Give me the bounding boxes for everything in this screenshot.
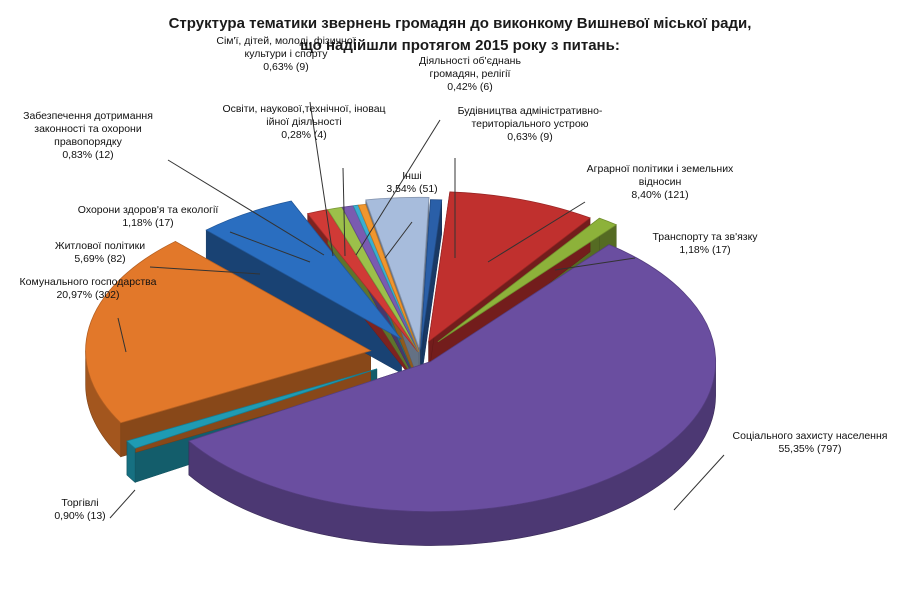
leader-simi (309, 101, 334, 257)
pie-tops (85, 191, 717, 512)
leader-okhorona_zdorovia (229, 231, 311, 263)
label-value-torhivli: 0,90% (13) (54, 510, 105, 522)
slice-sotsialnyi (188, 244, 717, 512)
label-text-okhorona_zdorovia: Охорони здоров'я та екології (78, 204, 219, 216)
leader-inshi (384, 221, 413, 259)
label-text-zakonnist: законності та охорони (34, 123, 142, 135)
label-text-simi: культури і спорту (244, 48, 328, 60)
label-text-diialnosti: громадян, релігії (430, 68, 511, 80)
leader-ahrarna (487, 201, 586, 263)
label-text-budivnytstvo: Будівництва адміністративно- (458, 105, 603, 117)
leader-zakonnist (167, 159, 325, 256)
label-value-simi: 0,63% (9) (263, 61, 309, 73)
slice-labels: Будівництва адміністративно-територіальн… (20, 35, 888, 522)
label-text-osvity: ійної діяльності (266, 116, 341, 128)
leader-transport (554, 257, 636, 271)
leader-diialnosti (355, 119, 441, 256)
label-text-budivnytstvo: територіального устрою (471, 118, 588, 130)
label-value-komunalne: 20,97% (302) (56, 289, 119, 301)
label-text-torhivli: Торгівлі (61, 497, 98, 509)
label-text-zakonnist: правопорядку (54, 136, 122, 148)
label-text-inshi: Інші (402, 170, 421, 182)
leader-osvity (342, 167, 346, 257)
label-value-budivnytstvo: 0,63% (9) (507, 131, 553, 143)
leader-komunalne (117, 317, 127, 353)
label-text-komunalne: Комунального господарства (20, 276, 157, 288)
slice-transport (437, 217, 618, 343)
slice-komunalne (85, 240, 372, 424)
label-text-ahrarna: відносин (639, 176, 682, 188)
slice-budivnytstvo (420, 199, 443, 350)
leader-torhivli (109, 489, 136, 519)
label-text-osvity: Освіти, наукової,технічної, іновац (222, 103, 385, 115)
leader-sotsialnyi (673, 454, 725, 511)
chart-title-line-1: Структура тематики звернень громадян до … (169, 15, 752, 32)
label-text-zakonnist: Забезпечення дотримання (23, 110, 153, 122)
label-value-inshi: 3,54% (51) (386, 183, 437, 195)
label-text-diialnosti: Діяльності об'єднань (419, 55, 521, 67)
leader-lines (109, 101, 725, 519)
label-value-ahrarna: 8,40% (121) (631, 189, 688, 201)
label-text-zhytlova: Житлової політики (55, 240, 145, 252)
label-value-sotsialnyi: 55,35% (797) (778, 443, 841, 455)
label-value-zhytlova: 5,69% (82) (74, 253, 125, 265)
label-text-transport: Транспорту та зв'язку (652, 231, 758, 243)
slice-inshi (365, 196, 430, 348)
slice-ahrarna (428, 191, 591, 343)
leader-zhytlova (149, 266, 261, 275)
label-value-zakonnist: 0,83% (12) (62, 149, 113, 161)
label-value-okhorona_zdorovia: 1,18% (17) (122, 217, 173, 229)
slice-torhivli (126, 368, 377, 449)
slice-diialnosti (357, 203, 420, 352)
label-value-transport: 1,18% (17) (679, 244, 730, 256)
label-text-sotsialnyi: Соціального захисту населення (733, 430, 888, 442)
chart-title-line-2: що надійшли протягом 2015 року з питань: (300, 37, 620, 54)
slice-zhytlova (205, 200, 402, 340)
label-value-osvity: 0,28% (4) (281, 129, 327, 141)
label-text-ahrarna: Аграрної політики і земельних (587, 163, 734, 175)
label-value-diialnosti: 0,42% (6) (447, 81, 493, 93)
label-text-simi: Сім'ї, дітей, молоді, фізичної (216, 35, 355, 47)
label-budivnytstvo: Будівництва адміністративно-територіальн… (458, 105, 603, 143)
